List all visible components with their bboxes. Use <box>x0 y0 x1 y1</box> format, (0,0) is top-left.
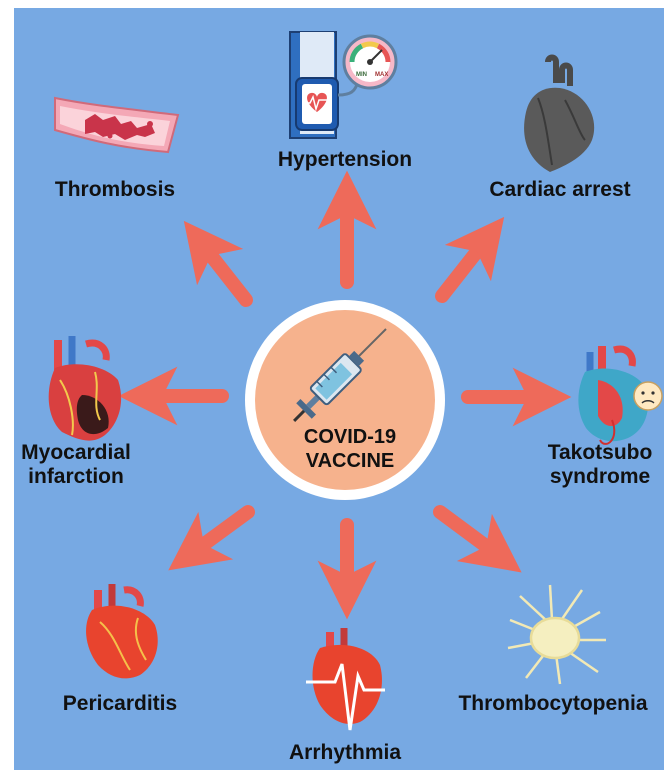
arrow-up-right <box>442 240 486 296</box>
takotsubo-heart-icon <box>578 346 662 444</box>
label-myocardial-line2: infarction <box>0 465 152 489</box>
label-pericarditis: Pericarditis <box>40 692 200 716</box>
label-takotsubo-line1: Takotsubo <box>536 441 664 465</box>
label-takotsubo-syndrome: Takotsubo syndrome <box>536 441 664 489</box>
gauge-max-label: MAX <box>375 72 388 78</box>
label-myocardial-line1: Myocardial <box>0 441 152 465</box>
vaccine-label: COVID-19 VACCINE <box>255 425 445 473</box>
label-hypertension: Hypertension <box>250 148 440 172</box>
platelet-icon <box>508 585 606 684</box>
blood-vessel-clot-icon <box>55 98 178 152</box>
label-thrombosis: Thrombosis <box>30 178 200 202</box>
label-cardiac-arrest: Cardiac arrest <box>470 178 650 202</box>
label-thrombocytopenia: Thrombocytopenia <box>444 692 662 716</box>
vaccine-label-line2: VACCINE <box>255 449 445 473</box>
heart-ecg-icon <box>306 628 385 730</box>
grey-heart-icon <box>524 58 594 173</box>
blood-pressure-monitor-icon: MIN MAX <box>290 32 396 138</box>
anatomical-heart-icon <box>86 584 158 678</box>
gauge-min-label: MIN <box>356 72 367 78</box>
arrow-down-left <box>192 512 248 553</box>
label-takotsubo-line2: syndrome <box>536 465 664 489</box>
arrow-down-right <box>440 512 498 555</box>
vaccine-label-line1: COVID-19 <box>255 425 445 449</box>
arrow-up-left <box>202 244 246 300</box>
label-arrhythmia: Arrhythmia <box>265 741 425 765</box>
label-myocardial-infarction: Myocardial infarction <box>0 441 152 489</box>
infarcted-heart-icon <box>49 336 121 441</box>
